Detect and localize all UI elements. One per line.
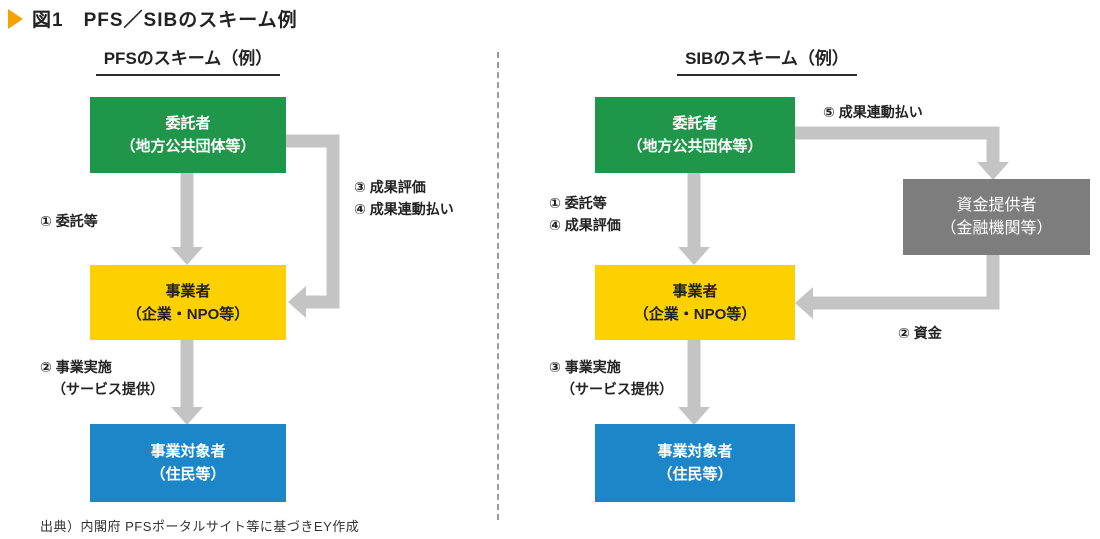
label-line: ⑤ 成果連動払い	[823, 104, 923, 120]
label-line: ④ 成果評価	[549, 217, 621, 233]
label-line: ② 資金	[898, 325, 942, 341]
pfs-label-implement: ② 事業実施 （サービス提供）	[40, 356, 164, 400]
sib-panel: SIBのスキーム（例） 委託者 （地方公共団体等） 資金提供者 （金融機関等） …	[497, 0, 1100, 539]
label-line: ① 委託等	[40, 213, 98, 229]
pfs-label-entrust: ① 委託等	[40, 210, 98, 232]
arrow-sib-entrust-down	[678, 173, 710, 265]
label-line: ④ 成果連動払い	[354, 201, 454, 217]
sib-header: SIBのスキーム（例）	[677, 44, 857, 76]
box-line: 委託者	[672, 115, 718, 132]
pfs-box-consignor: 委託者 （地方公共団体等）	[90, 97, 286, 173]
arrow-sib-fund-to-operator	[795, 255, 1000, 319]
arrow-pfs-outcome-loop	[286, 134, 340, 318]
figure-title-row: 図1 PFS／SIBのスキーム例	[8, 5, 298, 32]
box-line: （金融機関等）	[940, 220, 1053, 237]
label-line: ② 事業実施	[40, 359, 112, 375]
label-line: （サービス提供）	[52, 381, 164, 397]
arrow-pfs-implement-down	[171, 340, 203, 425]
box-line: （企業・NPO等）	[633, 305, 757, 323]
sib-box-operator: 事業者 （企業・NPO等）	[595, 265, 795, 340]
box-line: （住民等）	[657, 466, 733, 483]
pfs-label-outcome: ③ 成果評価 ④ 成果連動払い	[354, 176, 454, 220]
label-line: ③ 成果評価	[354, 179, 426, 195]
arrow-sib-implement-down	[678, 340, 710, 425]
box-line: （地方公共団体等）	[627, 138, 763, 155]
box-line: 資金提供者	[956, 197, 1037, 214]
panel-divider	[497, 52, 499, 520]
box-line: （地方公共団体等）	[120, 138, 256, 155]
box-line: 事業対象者	[150, 443, 226, 460]
sib-box-beneficiary: 事業対象者 （住民等）	[595, 424, 795, 502]
sib-label-entrust: ① 委託等 ④ 成果評価	[549, 192, 621, 236]
sib-box-consignor: 委託者 （地方公共団体等）	[595, 97, 795, 173]
box-line: 事業者	[165, 282, 211, 300]
box-line: （住民等）	[150, 466, 226, 483]
figure-title: 図1 PFS／SIBのスキーム例	[32, 10, 298, 31]
pfs-header: PFSのスキーム（例）	[96, 44, 280, 76]
sib-label-implement: ③ 事業実施 （サービス提供）	[549, 356, 673, 400]
source-note: 出典）内閣府 PFSポータルサイト等に基づきEY作成	[40, 519, 360, 534]
label-line: ③ 事業実施	[549, 359, 621, 375]
box-line: 事業対象者	[657, 443, 733, 460]
box-line: 事業者	[672, 282, 718, 300]
sib-arrows	[678, 126, 1009, 425]
sib-label-payment: ⑤ 成果連動払い	[823, 101, 923, 123]
box-line: （企業・NPO等）	[126, 305, 250, 323]
arrow-sib-payment-to-funder	[795, 126, 1009, 180]
sib-box-funder: 資金提供者 （金融機関等）	[903, 179, 1090, 255]
arrow-pfs-entrust-down	[171, 173, 203, 265]
sib-label-fund: ② 資金	[898, 322, 942, 344]
label-line: （サービス提供）	[561, 381, 673, 397]
figure-marker-icon	[8, 8, 23, 29]
box-line: 委託者	[165, 115, 211, 132]
pfs-panel: PFSのスキーム（例） 委託者 （地方公共団体等） 事業者 （企業・NPO等） …	[0, 0, 497, 539]
pfs-box-beneficiary: 事業対象者 （住民等）	[90, 424, 286, 502]
label-line: ① 委託等	[549, 195, 607, 211]
pfs-box-operator: 事業者 （企業・NPO等）	[90, 265, 286, 340]
